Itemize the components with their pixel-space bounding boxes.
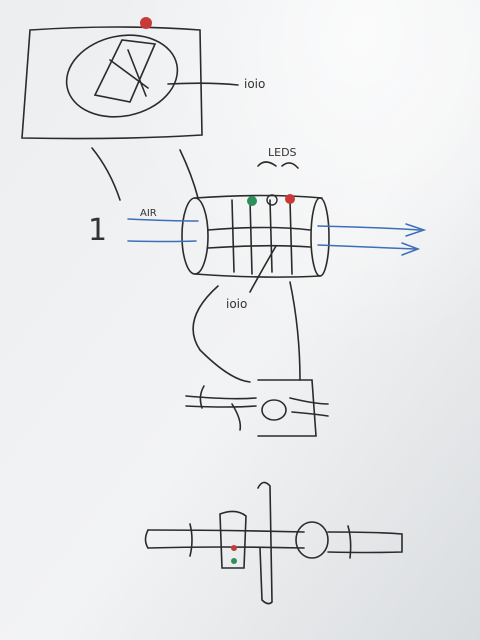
label-ioio-top: ioio (244, 77, 265, 91)
led-red-icon (285, 194, 295, 204)
label-air: AIR (140, 208, 157, 219)
label-number-one: 1 (88, 213, 107, 248)
bottom-red-led-icon (231, 545, 237, 551)
top-red-dot-icon (140, 17, 152, 29)
bottom-green-led-icon (231, 558, 237, 564)
label-ioio-mid: ioio (226, 297, 247, 311)
led-green-icon (247, 196, 257, 206)
label-leds: LEDS (268, 146, 297, 159)
